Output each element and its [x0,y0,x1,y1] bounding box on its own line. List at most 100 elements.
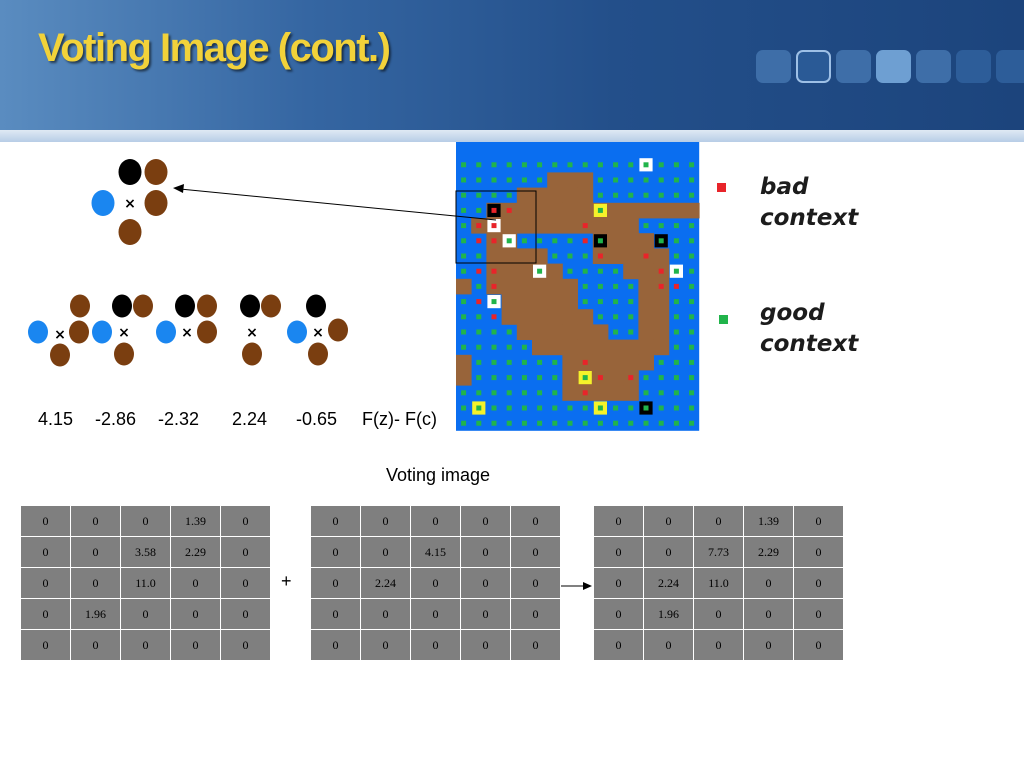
land-cell [516,263,533,280]
context-dot [643,192,649,198]
table-cell: 0 [743,598,794,630]
context-dot [673,344,679,350]
context-dot [597,253,603,259]
land-cell [623,218,639,234]
context-dot [582,223,588,229]
land-cell [501,278,518,295]
land-cell [562,172,578,188]
context-dot [689,299,695,305]
neighbor-dot [242,342,262,366]
land-cell [592,339,609,356]
land-cell [623,248,639,264]
table-cell: 3.58 [120,536,171,568]
table-cell: 0 [310,505,361,537]
land-cell [592,385,609,401]
context-dot [461,314,467,320]
land-cell [547,172,563,188]
context-dot [643,375,649,381]
context-dot [689,223,695,229]
land-cell [653,294,670,310]
context-dot [461,268,467,274]
context-dot [613,405,619,411]
land-cell [608,233,624,249]
context-dot [673,314,679,320]
context-dot [582,238,588,244]
context-dot [506,344,512,350]
context-dot [476,329,482,335]
context-dot [506,375,512,381]
table-cell: 11.0 [693,567,744,599]
table-cell: 0 [793,567,844,599]
context-dot [689,405,695,411]
neighbor-dot [144,190,168,216]
table-cell: 0 [120,505,171,537]
land-cell [684,202,700,219]
neighbor-dot [261,294,281,318]
context-dot [582,268,588,274]
land-cell [532,187,548,204]
context-dot [643,390,649,396]
neighbor-dot [118,219,142,245]
land-cell [577,309,594,325]
neighbor-dot [112,294,132,318]
context-dot [521,177,527,183]
table-cell: 0 [460,536,511,568]
table-cell: 0 [360,629,411,661]
context-dot [628,162,634,168]
context-dot [506,359,512,365]
context-dot [476,253,482,259]
neighbor-cluster: × [156,294,217,344]
land-cell [532,278,548,295]
context-dot [689,253,695,259]
context-dot [567,405,573,411]
deco-square-5 [916,50,951,83]
context-dot [537,359,543,365]
table-cell: 0 [643,536,694,568]
context-dot [689,344,695,350]
neighbor-dot [69,320,89,344]
context-dot [597,375,603,381]
table-cell: 2.29 [743,536,794,568]
legend-good-line-2: context [760,331,859,357]
context-dot [673,162,679,168]
table-cell: 7.73 [693,536,744,568]
land-cell [547,278,563,295]
context-dot [491,405,497,411]
context-dot [597,314,603,320]
context-dot [491,344,497,350]
context-dot [673,268,679,274]
context-dot [491,223,497,229]
context-dot [689,420,695,426]
land-cell [532,248,548,264]
land-cell [638,354,654,371]
deco-square-2 [796,50,831,83]
table-cell: 0 [510,505,561,537]
header-stripe [0,130,1024,142]
land-cell [562,187,578,204]
context-dot [461,390,467,396]
score-4: 2.24 [232,409,268,429]
context-dot [597,192,603,198]
table-cell: 0 [120,598,171,630]
land-cell [516,324,533,340]
context-dot [689,375,695,381]
context-dot [491,207,497,213]
context-dot [491,192,497,198]
land-cell [532,324,548,340]
land-cell [532,218,548,234]
context-dot [506,390,512,396]
context-dot [613,268,619,274]
neighbor-dot [133,294,153,318]
legend-bad-line-2: context [760,205,859,231]
center-marker: × [118,325,130,341]
table-cell: 0 [693,629,744,661]
land-cell [608,248,624,264]
table-cell: 0 [220,536,271,568]
context-dot [506,207,512,213]
table-cell: 0 [593,567,644,599]
context-dot [673,238,679,244]
